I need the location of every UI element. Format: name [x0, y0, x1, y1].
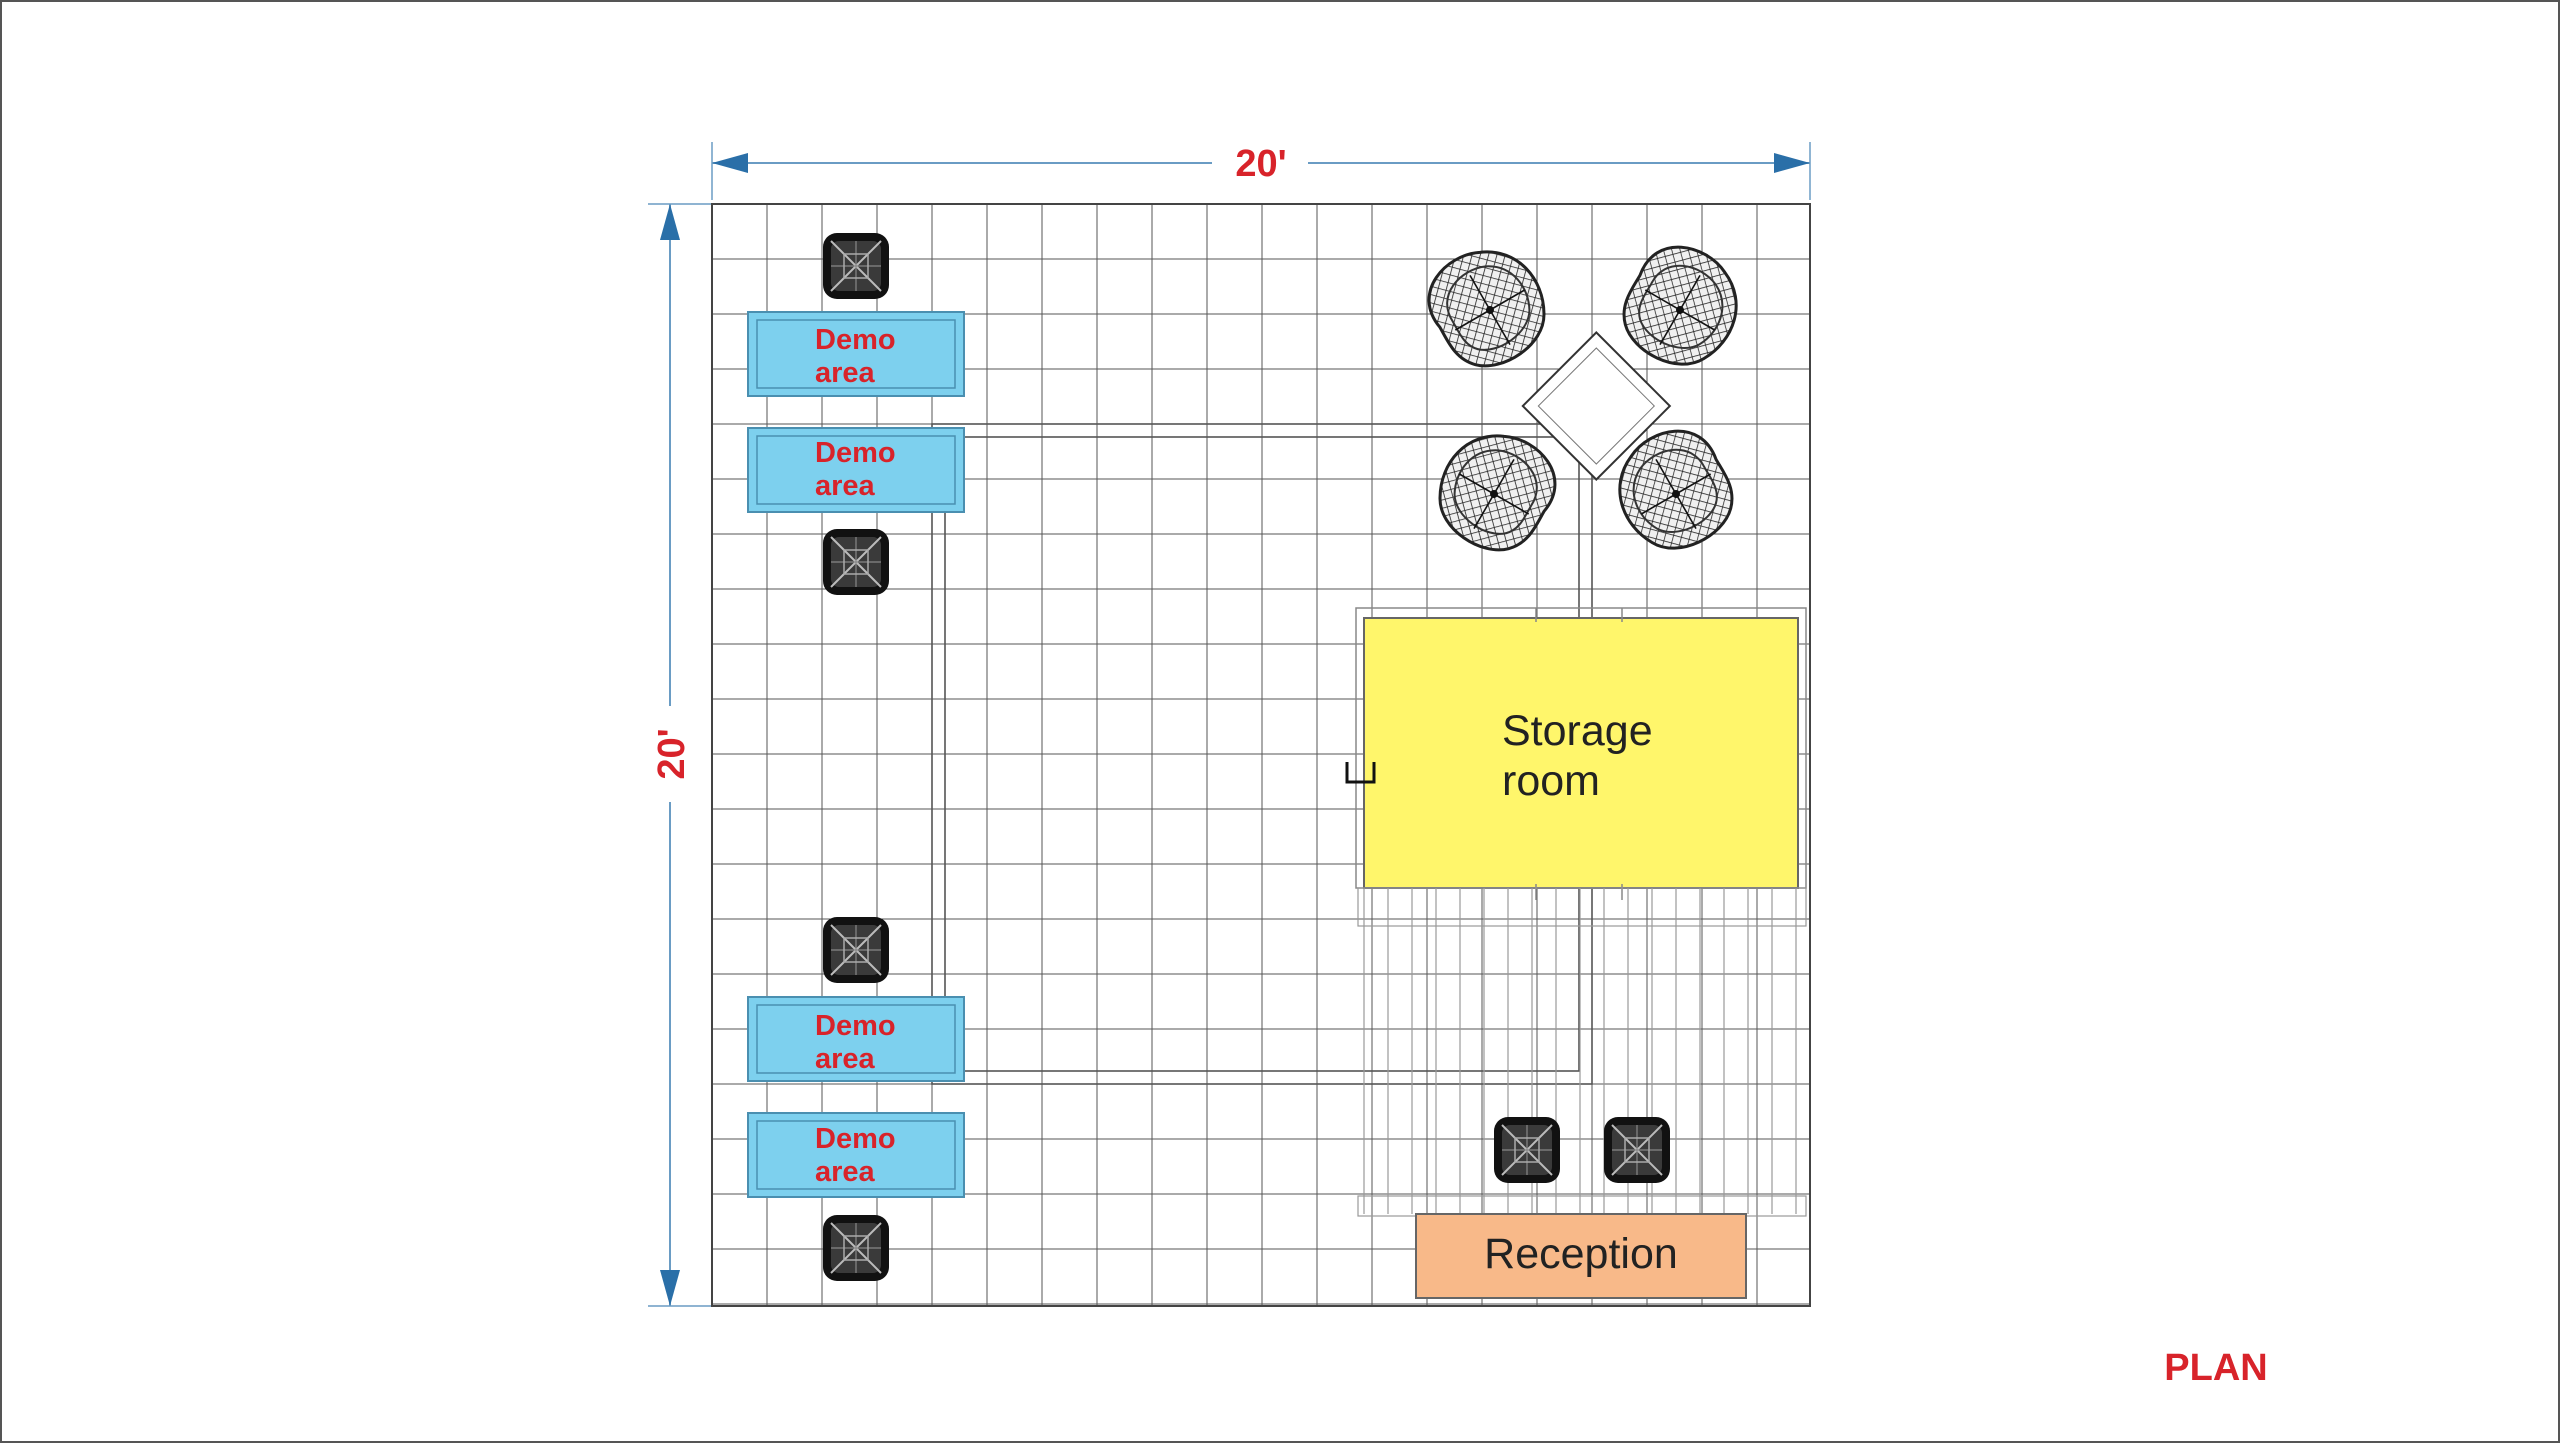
storage-room-line1: Storage	[1502, 707, 1653, 755]
display-shelving	[1357, 887, 1807, 1217]
chair-icon	[822, 916, 890, 984]
demo-area-3: Demo area	[747, 996, 965, 1082]
storage-room-line2: room	[1502, 757, 1600, 805]
reception-desk: Reception	[1415, 1213, 1747, 1299]
demo-area-1-line2: area	[815, 357, 876, 389]
arrow-up-icon	[660, 204, 680, 240]
demo-area-3-line1: Demo	[815, 1010, 896, 1042]
demo-area-2: Demo area	[747, 427, 965, 513]
arrow-right-icon	[1774, 153, 1810, 173]
arrow-down-icon	[660, 1270, 680, 1306]
demo-area-1-line1: Demo	[815, 324, 896, 356]
demo-area-1: Demo area	[747, 311, 965, 397]
chair-icon	[1493, 1116, 1561, 1184]
demo-area-4-line1: Demo	[815, 1123, 896, 1155]
demo-area-4-line2: area	[815, 1156, 876, 1188]
booth-outline	[711, 203, 1811, 1307]
chair-icon	[1603, 1116, 1671, 1184]
chair-icon	[822, 528, 890, 596]
lounge-area	[1412, 229, 1759, 569]
chair-icon	[822, 232, 890, 300]
demo-area-2-line1: Demo	[815, 437, 896, 469]
lounge-chair-icon	[1606, 229, 1759, 385]
demo-area-4: Demo area	[747, 1112, 965, 1198]
width-label: 20'	[1235, 143, 1286, 185]
demo-area-2-line2: area	[815, 470, 876, 502]
height-label: 20'	[651, 728, 693, 779]
arrow-left-icon	[712, 153, 748, 173]
door-handle-icon	[1345, 762, 1376, 784]
lounge-chair-icon	[1412, 229, 1565, 385]
plan-label: PLAN	[2164, 1347, 2267, 1389]
width-dimension: 20'	[711, 140, 1811, 200]
demo-area-3-line2: area	[815, 1043, 876, 1075]
height-dimension: 20'	[646, 203, 712, 1307]
storage-room: Storage room	[1345, 607, 1807, 900]
chair-icon	[822, 1214, 890, 1282]
reception-label: Reception	[1484, 1230, 1678, 1278]
coffee-table-icon	[1521, 331, 1672, 481]
